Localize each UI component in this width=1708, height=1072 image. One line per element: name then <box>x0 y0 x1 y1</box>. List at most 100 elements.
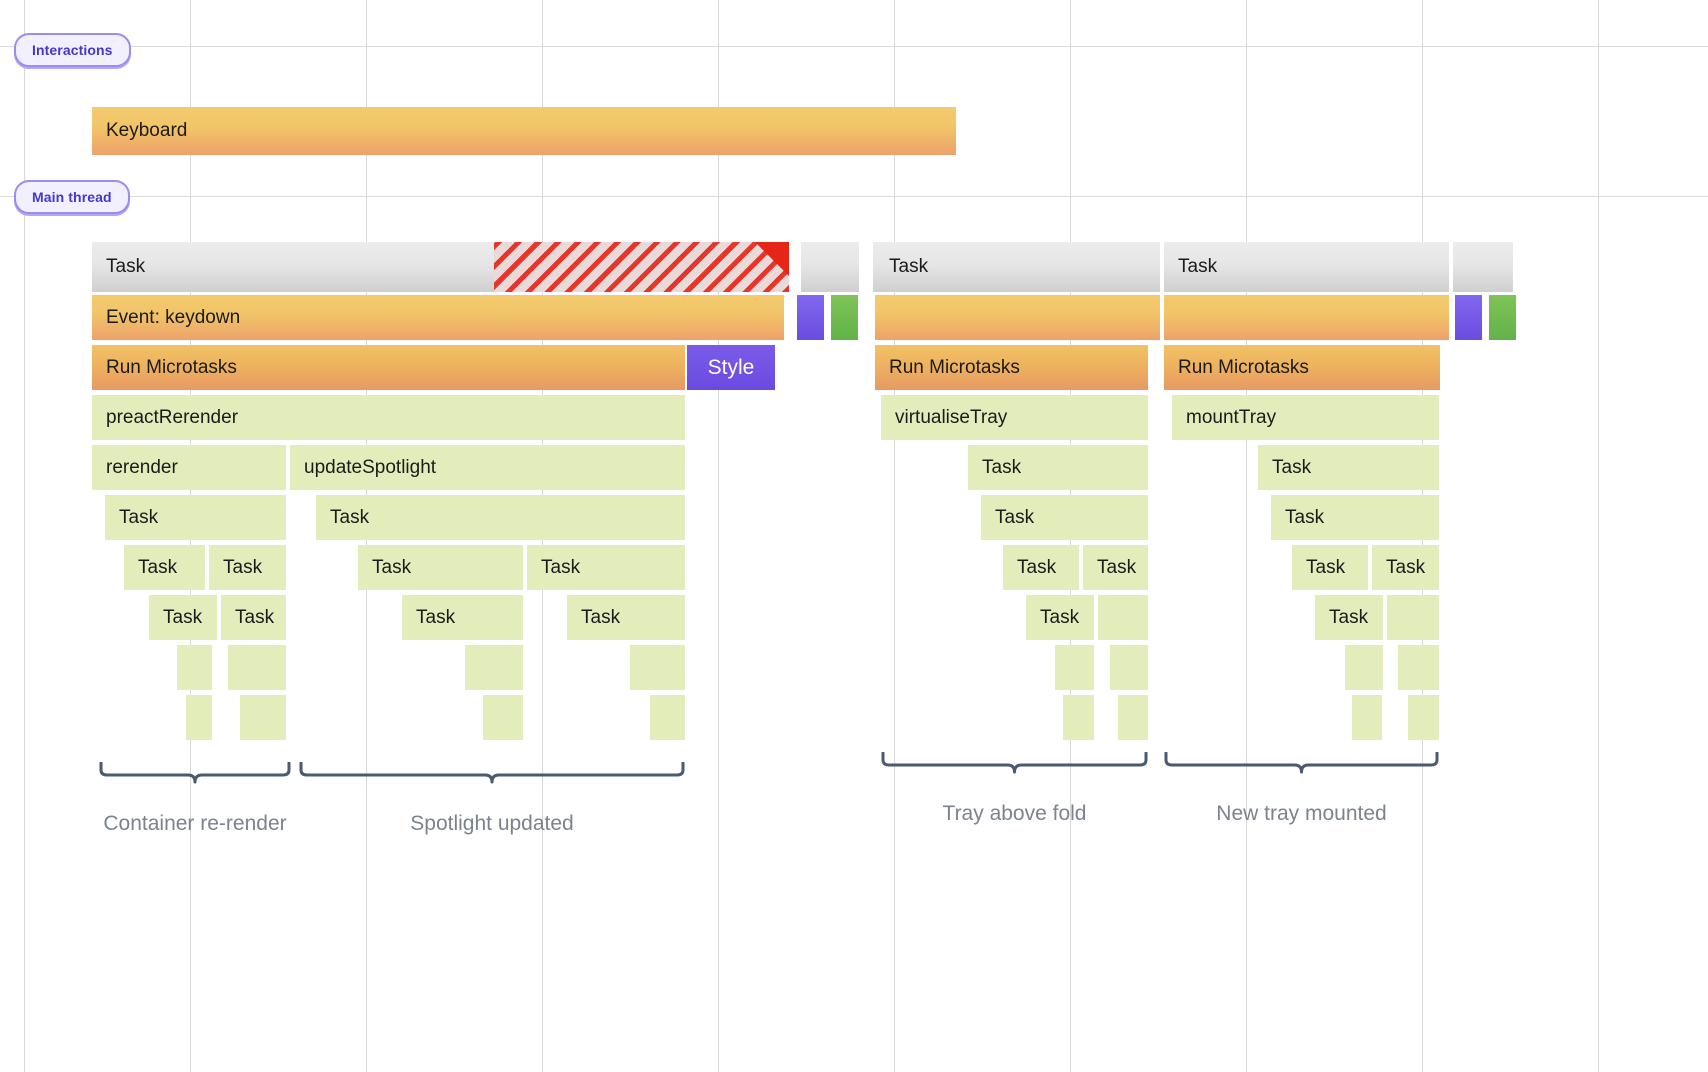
task-spot-l6-b-label: Task <box>541 556 581 578</box>
tray-above-fold-bracket <box>881 752 1148 774</box>
task-spot-l6-a[interactable]: Task <box>358 545 523 590</box>
event-right[interactable] <box>1164 295 1449 340</box>
event-keydown-label: Event: keydown <box>106 306 241 328</box>
task-left-l7-a-label: Task <box>163 606 203 628</box>
gridline-v-9 <box>1598 0 1599 1072</box>
virtualise-tray[interactable]: virtualiseTray <box>881 395 1148 440</box>
new-tray-mounted-label: New tray mounted <box>1216 802 1387 825</box>
task-left-l7-b-label: Task <box>235 606 275 628</box>
task-spot-l7-a-label: Task <box>416 606 456 628</box>
style-chip-green[interactable] <box>831 295 858 340</box>
task-spot-l6-b[interactable]: Task <box>527 545 685 590</box>
interaction-keyboard[interactable]: Keyboard <box>92 107 956 155</box>
track-chip-interactions-label: Interactions <box>32 42 113 58</box>
update-spotlight-label: updateSpotlight <box>304 456 437 478</box>
virtualise-tray-label: virtualiseTray <box>895 406 1008 428</box>
preact-rerender-label: preactRerender <box>106 406 239 428</box>
gridline-v-7 <box>1246 0 1247 1072</box>
task-right-l7-a-label: Task <box>1329 606 1369 628</box>
task-mid-l4[interactable]: Task <box>968 445 1148 490</box>
task-mid-l7-a-label: Task <box>1040 606 1080 628</box>
mount-tray[interactable]: mountTray <box>1172 395 1439 440</box>
task-right-label: Task <box>1178 256 1218 277</box>
event-keydown[interactable]: Event: keydown <box>92 295 784 340</box>
style-bar-label: Style <box>707 355 755 379</box>
task-gap-a[interactable] <box>801 242 859 292</box>
preact-rerender[interactable]: preactRerender <box>92 395 685 440</box>
task-mid-l7-b[interactable] <box>1098 595 1148 640</box>
leaf-mid-l9-b[interactable] <box>1118 695 1148 740</box>
run-microtasks-left-label: Run Microtasks <box>106 356 237 378</box>
task-tail[interactable] <box>1453 242 1513 292</box>
task-left-l7-b[interactable]: Task <box>221 595 286 640</box>
run-microtasks-right-label: Run Microtasks <box>1178 356 1309 378</box>
paint-chip-green[interactable] <box>1489 295 1516 340</box>
leaf-spot-l8-b[interactable] <box>630 645 685 690</box>
task-left-l6-b[interactable]: Task <box>209 545 286 590</box>
task-left-l7-a[interactable]: Task <box>149 595 217 640</box>
task-middle[interactable]: Task <box>875 242 1160 292</box>
task-left-l5[interactable]: Task <box>105 495 286 540</box>
track-chip-main-thread[interactable]: Main thread <box>14 180 130 214</box>
task-spot-l7-a[interactable]: Task <box>402 595 523 640</box>
run-microtasks-left[interactable]: Run Microtasks <box>92 345 685 390</box>
leaf-right-l9-b[interactable] <box>1408 695 1439 740</box>
task-right-l5-label: Task <box>1285 506 1325 528</box>
spotlight-updated-label: Spotlight updated <box>410 812 574 835</box>
task-mid-l5[interactable]: Task <box>981 495 1148 540</box>
leaf-mid-l8-b[interactable] <box>1110 645 1148 690</box>
container-re-render-label: Container re-render <box>103 812 287 835</box>
run-microtasks-mid[interactable]: Run Microtasks <box>875 345 1148 390</box>
rerender-label: rerender <box>106 456 178 478</box>
task-spot-l7-b-label: Task <box>581 606 621 628</box>
leaf-left-l8-a[interactable] <box>177 645 212 690</box>
event-middle[interactable] <box>875 295 1160 340</box>
update-spotlight[interactable]: updateSpotlight <box>290 445 685 490</box>
task-mid-l6-b[interactable]: Task <box>1083 545 1148 590</box>
leaf-spot-l8-a[interactable] <box>465 645 523 690</box>
task-spot-l7-b[interactable]: Task <box>567 595 685 640</box>
task-left-l6-a[interactable]: Task <box>124 545 205 590</box>
run-microtasks-mid-label: Run Microtasks <box>889 356 1020 378</box>
leaf-right-l8-a[interactable] <box>1345 645 1383 690</box>
task-left-l5-label: Task <box>119 506 159 528</box>
task-right-l6-b[interactable]: Task <box>1372 545 1439 590</box>
paint-chip-purple[interactable] <box>1455 295 1482 340</box>
task-right-l6-a[interactable]: Task <box>1292 545 1368 590</box>
task-mid-l6-a[interactable]: Task <box>1003 545 1079 590</box>
leaf-right-l9-a[interactable] <box>1352 695 1382 740</box>
gridline-v-4 <box>718 0 719 1072</box>
task-mid-l5-label: Task <box>995 506 1035 528</box>
track-chip-interactions[interactable]: Interactions <box>14 33 131 67</box>
leaf-mid-l9-a[interactable] <box>1063 695 1094 740</box>
tray-above-fold-label: Tray above fold <box>942 802 1087 825</box>
task-mid-l7-a[interactable]: Task <box>1026 595 1094 640</box>
left-rail <box>24 0 25 1072</box>
leaf-left-l9-b[interactable] <box>240 695 286 740</box>
container-re-render-bracket <box>99 762 291 784</box>
style-bar[interactable]: Style <box>687 345 775 390</box>
task-left-l6-a-label: Task <box>138 556 178 578</box>
task-right-l5[interactable]: Task <box>1271 495 1439 540</box>
style-chip-purple[interactable] <box>797 295 824 340</box>
task-middle-label: Task <box>889 256 929 277</box>
leaf-spot-l9-b[interactable] <box>650 695 685 740</box>
interaction-keyboard-label: Keyboard <box>106 120 188 141</box>
track-chip-main-thread-label: Main thread <box>32 189 112 205</box>
task-right-l7-a[interactable]: Task <box>1315 595 1383 640</box>
task-spotlight-l5[interactable]: Task <box>316 495 685 540</box>
leaf-right-l8-b[interactable] <box>1398 645 1439 690</box>
leaf-spot-l9-a[interactable] <box>483 695 523 740</box>
task-right-l4[interactable]: Task <box>1258 445 1439 490</box>
rerender[interactable]: rerender <box>92 445 286 490</box>
leaf-left-l9-a[interactable] <box>186 695 212 740</box>
run-microtasks-right[interactable]: Run Microtasks <box>1164 345 1440 390</box>
task-right-l6-b-label: Task <box>1386 556 1426 578</box>
leaf-mid-l8-a[interactable] <box>1055 645 1094 690</box>
task-right[interactable]: Task <box>1164 242 1449 292</box>
long-task-hatch[interactable] <box>494 242 789 292</box>
task-right-l7-b[interactable] <box>1387 595 1439 640</box>
leaf-left-l8-b[interactable] <box>228 645 286 690</box>
task-left-label: Task <box>106 256 146 277</box>
